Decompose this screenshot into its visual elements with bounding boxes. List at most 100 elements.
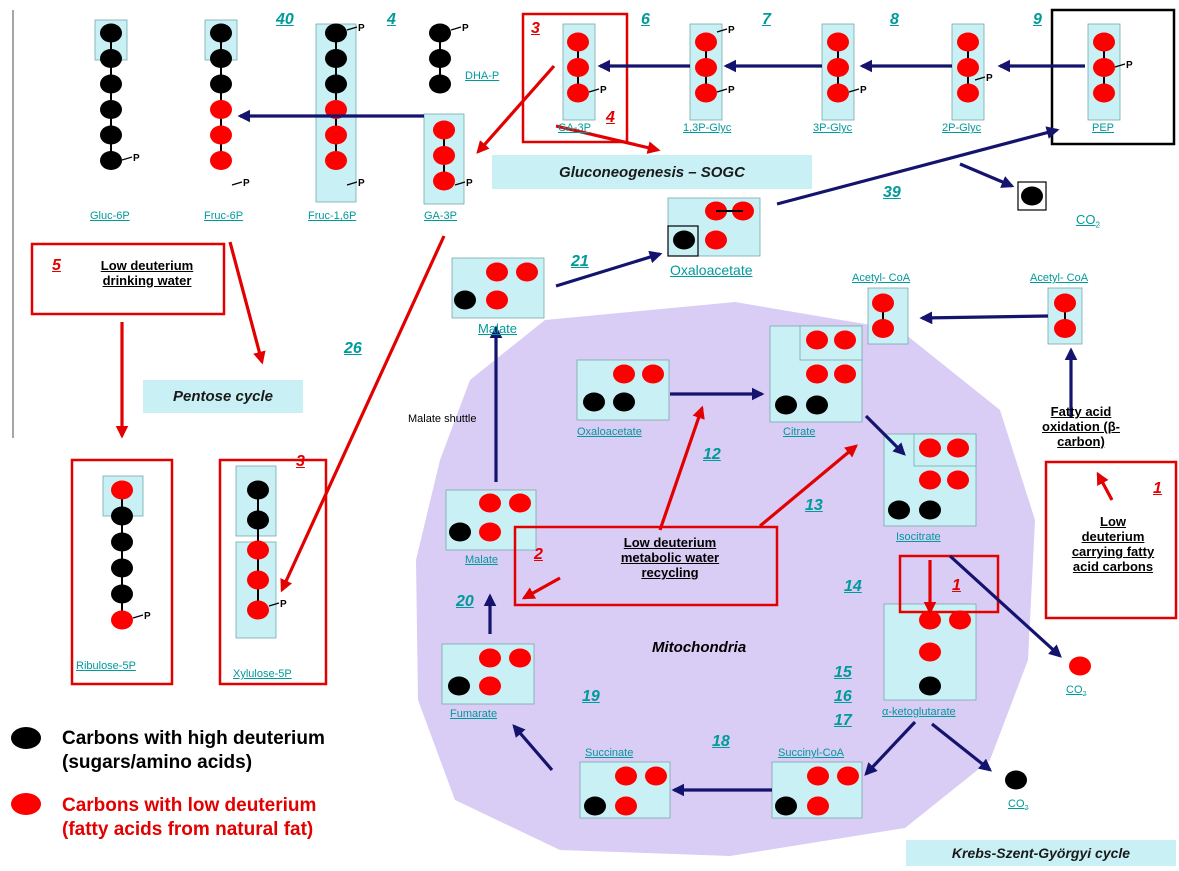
label-succinyl-coa: Succinyl-CoA	[778, 747, 845, 759]
chain-ga3p-left-carbon	[433, 120, 455, 140]
akg-c4	[919, 676, 941, 696]
iso-c2	[947, 438, 969, 458]
chain-acetyl2-carbon	[1054, 319, 1076, 338]
arrow-malate-oxaloacetate	[555, 250, 663, 288]
cit-c6	[775, 395, 797, 415]
label-acetyl-coa-1: Acetyl- CoA	[852, 272, 911, 284]
label-malate-in: Malate	[465, 554, 499, 566]
chain-xylulose-carbon	[247, 540, 269, 560]
p-ga3p-left-bond	[454, 181, 466, 186]
iso-c1	[919, 438, 941, 458]
mitochondria-region	[416, 302, 1035, 856]
note-carrying-fatty-acid-carbons: Low deuterium carrying fatty acid carbon…	[1071, 514, 1155, 574]
cit-c1	[806, 330, 828, 350]
outline-note-metabolic	[513, 525, 779, 607]
band-pentose-cycle: Pentose cycle	[143, 380, 303, 413]
step-21: 21	[571, 253, 589, 270]
arrow-isocitrate-co2	[948, 554, 1062, 658]
p-fruc16p-top-label: P	[358, 23, 365, 34]
step-12: 12	[703, 446, 721, 463]
chain-fruc6p-carbon	[210, 100, 232, 119]
fum-c3	[479, 676, 501, 696]
label-co2-top: CO2	[1076, 212, 1100, 230]
outline-oxa-top-carbon	[667, 225, 699, 257]
p-pep-label: P	[1126, 60, 1133, 71]
chain-ga3p-left-carbon	[433, 171, 455, 191]
co2-top-box	[1017, 181, 1047, 211]
chain-gluc6p-carbon	[100, 23, 122, 43]
suc-c1	[615, 766, 637, 786]
step-18: 18	[712, 733, 730, 750]
oxa-top-c3	[705, 230, 727, 250]
label-2p-glyc: 2P-Glyc	[942, 122, 982, 134]
step-6: 6	[641, 11, 650, 28]
step-20: 20	[456, 593, 474, 610]
step-15: 15	[834, 664, 852, 681]
p-ribulose-label: P	[144, 611, 151, 622]
red-step-4: 4	[606, 109, 615, 126]
chain-xylulose-carbon	[247, 480, 269, 500]
suc-c3	[615, 796, 637, 816]
mal-in-c1	[479, 493, 501, 513]
chain-dhap-carbon	[429, 49, 451, 68]
step-39: 39	[883, 184, 901, 201]
label-fruc-6p: Fruc-6P	[204, 210, 244, 222]
label-malate-shuttle: Malate shuttle	[408, 413, 477, 425]
chain-pep-carbon	[1093, 83, 1115, 103]
chain-fruc6p-carbon	[210, 74, 232, 94]
label-pep: PEP	[1092, 122, 1115, 134]
band-gluconeogenesis: Gluconeogenesis – SOGC	[492, 155, 812, 189]
chain-acetyl1-carbon	[872, 319, 894, 338]
oxa-in-c3	[613, 392, 635, 412]
chain-fruc6p-carbon	[210, 151, 232, 170]
chain-ribulose-carbon	[111, 584, 133, 604]
label-alpha-ketoglutarate: α-ketoglutarate	[882, 706, 956, 718]
mal-top-c2	[516, 262, 538, 282]
step-17: 17	[834, 712, 852, 729]
legend-low-text: Carbons with low deuterium (fatty acids …	[62, 795, 317, 840]
cit-c2	[834, 330, 856, 350]
p-13pglyc-bottom-bond	[716, 88, 728, 93]
chain-fruc16p-carbon	[325, 74, 347, 94]
p-13pglyc-bottom-label: P	[728, 85, 735, 96]
chain-2pglyc-carbon	[957, 83, 979, 103]
step-9: 9	[1033, 11, 1042, 28]
chain-fruc6p-carbon	[210, 125, 232, 145]
step-8: 8	[890, 11, 899, 28]
step-26: 26	[344, 340, 362, 357]
chain-ribulose-carbon	[111, 506, 133, 526]
chain-ribulose-carbon	[111, 610, 133, 630]
chain-fruc16p-carbon	[325, 125, 347, 145]
scoa-c4	[775, 796, 797, 816]
label-ga-3p-top: GA-3P	[558, 122, 592, 134]
chain-dhap-carbon	[429, 74, 451, 94]
p-ribulose-bond	[132, 614, 144, 619]
outline-xylulose	[218, 458, 328, 686]
band-krebs-cycle: Krebs-Szent-Györgyi cycle	[906, 840, 1176, 866]
label-succinate: Succinate	[585, 747, 634, 759]
outline-ga3p	[521, 12, 629, 144]
arrow-succinate-fumarate	[512, 724, 554, 772]
note-metabolic-water-recycling: Low deuterium metabolic water recycling	[620, 535, 720, 580]
p-13pglyc-top-label: P	[728, 25, 735, 36]
chain-13pglyc-carbon	[695, 83, 717, 103]
cit-c4	[834, 364, 856, 384]
label-oxaloacetate-in: Oxaloacetate	[577, 426, 642, 438]
step-7: 7	[762, 11, 771, 28]
label-ga-3p-left: GA-3P	[424, 210, 458, 222]
outline-ribulose	[70, 458, 174, 686]
chain-3pglyc-carbon	[827, 58, 849, 77]
p-gluc6p-bond	[121, 156, 133, 161]
label-13p-glyc: 1,3P-Glyc	[683, 122, 732, 134]
chain-ribulose-carbon	[111, 532, 133, 552]
fum-c2	[509, 648, 531, 668]
chain-fruc6p-carbon	[210, 49, 232, 68]
legend-low-dot	[11, 793, 41, 815]
outline-note-water	[30, 242, 226, 316]
p-ga3p-top-label: P	[600, 85, 607, 96]
p-dhap-bond	[450, 26, 462, 31]
step-19: 19	[582, 688, 600, 705]
label-mitochondria: Mitochondria	[652, 639, 747, 656]
fum-c1	[479, 648, 501, 668]
